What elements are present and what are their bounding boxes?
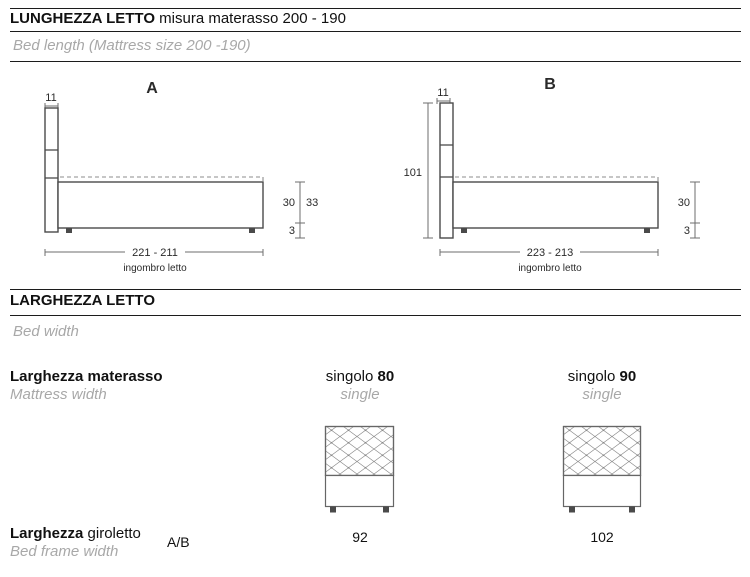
column-singolo-90-title: singolo 90 xyxy=(537,368,667,386)
column-90-size: 90 xyxy=(619,368,637,385)
diagram-b-mattress-height-value: 30 xyxy=(678,197,690,209)
frame-width-label-regular: giroletto xyxy=(83,525,141,542)
frame-width-ab-suffix: A/B xyxy=(167,534,190,550)
divider-section2-under-title xyxy=(10,315,741,316)
diagram-a-length-value: 221 - 211 xyxy=(132,247,178,259)
diagram-b-bed-frame xyxy=(452,181,659,233)
frame-width-label-it: Larghezza giroletto xyxy=(10,525,141,543)
mattress-width-label-en: Mattress width xyxy=(10,386,107,403)
diagram-a-leg xyxy=(66,228,72,233)
column-singolo-90-header: singolo 90 single xyxy=(537,368,667,404)
frame-width-value-90: 102 xyxy=(590,529,614,545)
diagram-a-base-height-value: 3 xyxy=(289,225,295,237)
column-80-type-en: single xyxy=(340,386,380,403)
diagram-b-headboard-thickness-value: 11 xyxy=(437,87,448,99)
front-view-singolo-90 xyxy=(562,425,642,513)
section-length-title-it: LUNGHEZZA LETTO xyxy=(10,10,155,27)
section-length-subtitle: Bed length (Mattress size 200 -190) xyxy=(13,37,251,54)
front-80-leg xyxy=(383,506,389,513)
diagram-a-height-dimline xyxy=(295,181,305,239)
diagram-b-leg xyxy=(644,228,650,233)
column-singolo-80-header: singolo 80 single xyxy=(295,368,425,404)
mattress-width-label-it: Larghezza materasso xyxy=(10,368,163,385)
diagram-b-base-height-value: 3 xyxy=(684,225,690,237)
section-width-title: LARGHEZZA LETTO xyxy=(10,292,155,309)
diagram-a-headboard-thickness-value: 11 xyxy=(45,92,56,104)
section-length-title: LUNGHEZZA LETTO misura materasso 200 - 1… xyxy=(10,10,346,27)
column-80-type: singolo xyxy=(325,368,378,385)
diagram-a-side-view: A 11 30 3 33 xyxy=(44,80,318,274)
front-view-singolo-80 xyxy=(324,425,395,513)
section-length-title-desc: misura materasso 200 - 190 xyxy=(155,10,346,27)
diagram-a-total-height-value: 33 xyxy=(306,197,318,209)
diagram-a-leg xyxy=(249,228,255,233)
frame-width-value-80: 92 xyxy=(352,529,368,545)
column-90-type-en: single xyxy=(582,386,622,403)
diagram-a-mattress-outline xyxy=(60,176,264,181)
front-80-headboard xyxy=(324,425,395,477)
divider-under-title xyxy=(10,31,741,32)
frame-width-label-bold: Larghezza xyxy=(10,525,84,542)
diagram-b-height-dimline xyxy=(690,181,700,239)
diagram-b-mattress-outline xyxy=(455,176,659,181)
front-80-frame xyxy=(324,474,395,508)
divider-section2-top xyxy=(10,289,741,290)
section-width-subtitle: Bed width xyxy=(13,323,79,340)
diagram-a-mattress-height-value: 30 xyxy=(283,197,295,209)
front-90-frame xyxy=(562,474,642,508)
column-singolo-80-title: singolo 80 xyxy=(295,368,425,386)
front-80-leg xyxy=(330,506,336,513)
mattress-width-label: Larghezza materasso Mattress width xyxy=(10,368,163,404)
front-90-headboard xyxy=(562,425,642,477)
diagram-a-caption: ingombro letto xyxy=(123,263,187,274)
diagram-b-caption: ingombro letto xyxy=(518,263,582,274)
column-80-size: 80 xyxy=(377,368,395,385)
diagram-b-length-value: 223 - 213 xyxy=(527,247,573,259)
divider-under-subtitle xyxy=(10,61,741,62)
diagram-b-length-dimline xyxy=(439,249,659,256)
diagram-b-headboard-height-value: 101 xyxy=(404,167,422,179)
front-90-leg xyxy=(629,506,635,513)
frame-width-label: Larghezza giroletto Bed frame width xyxy=(10,525,141,561)
diagram-b-total-height-dimline xyxy=(423,102,433,239)
divider-top xyxy=(10,8,741,9)
diagram-b-side-view: B 11 101 xyxy=(404,76,700,274)
diagram-a-headboard xyxy=(44,107,59,233)
diagram-a-bed-frame xyxy=(57,181,264,233)
diagram-b-headboard xyxy=(439,102,454,239)
front-90-leg xyxy=(569,506,575,513)
diagram-a-label: A xyxy=(146,80,158,97)
column-90-type: singolo xyxy=(567,368,620,385)
frame-width-label-en: Bed frame width xyxy=(10,543,119,560)
diagram-b-leg xyxy=(461,228,467,233)
diagram-b-label: B xyxy=(544,76,556,93)
diagram-a-length-dimline xyxy=(44,249,264,256)
